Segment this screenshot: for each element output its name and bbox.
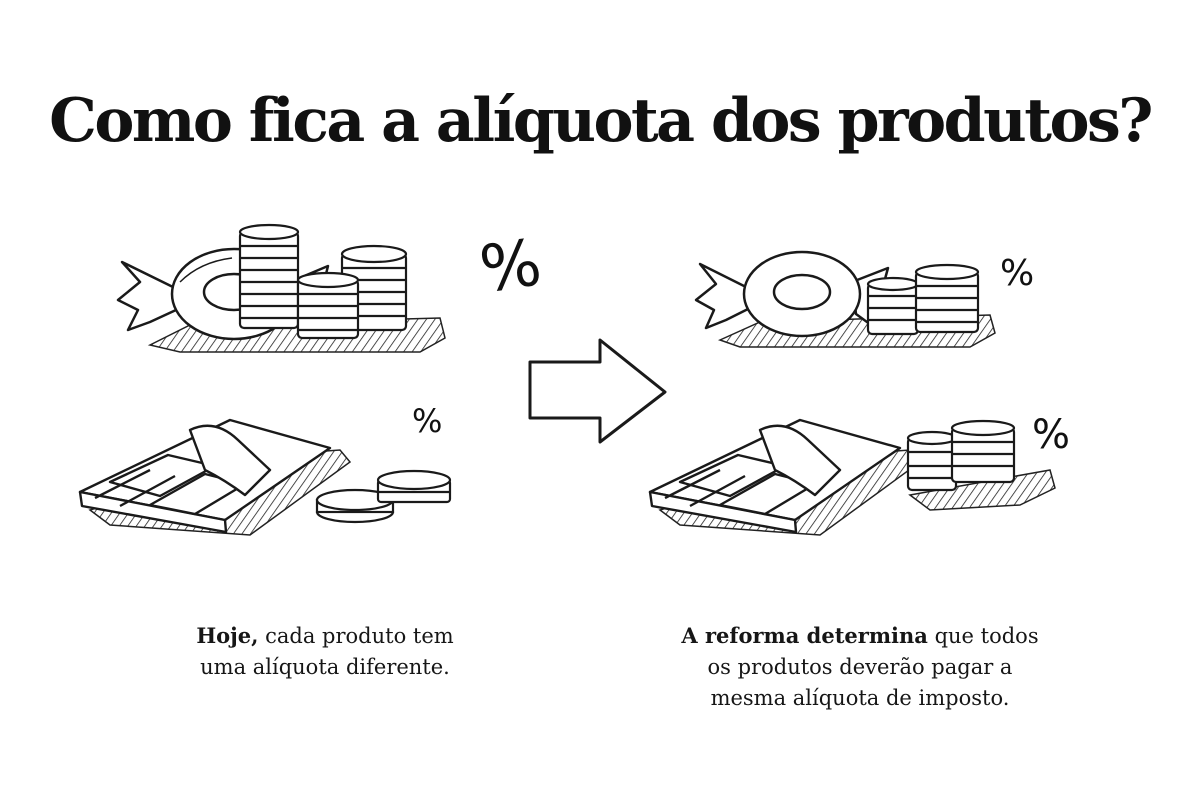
percent-symbol-right-top: % [1000,253,1034,294]
coin-stack-small [315,469,452,524]
caption-today-line1: Hoje, cada produto tem [150,620,500,652]
caption-today-line1-text: cada produto tem [258,624,454,648]
caption-reform: A reforma determina que todos os produto… [650,620,1070,714]
page-title: Como fica a alíquota dos produtos? [49,86,1153,156]
percent-symbol-small: % [412,402,442,440]
coin-stack-tall [238,223,300,330]
chocolate-bar-icon [78,418,332,534]
caption-reform-line1-text: que todos [927,624,1039,648]
percent-symbol-right-bottom: % [1032,412,1070,458]
coin-stack-right-panel-c [906,430,958,492]
coin-stack-right-panel-a [866,276,920,336]
caption-today-bold: Hoje, [196,623,259,648]
caption-reform-bold: A reforma determina [681,623,928,648]
coin-stack-right-panel-d [950,419,1016,484]
caption-today: Hoje, cada produto tem uma alíquota dife… [150,620,500,683]
caption-reform-line2: os produtos deverão pagar a [707,655,1013,679]
coin-stack-front [296,271,360,340]
caption-reform-line3: mesma alíquota de imposto. [710,686,1010,710]
percent-symbol-large: % [475,226,546,308]
chocolate-bar-icon-right [648,418,902,534]
caption-reform-line1: A reforma determina que todos [650,620,1070,652]
arrow-right-icon [528,338,667,444]
caption-today-line2: uma alíquota diferente. [200,655,450,679]
coins-shadow-right [908,469,1056,511]
coin-stack-right-panel-b [914,263,980,334]
